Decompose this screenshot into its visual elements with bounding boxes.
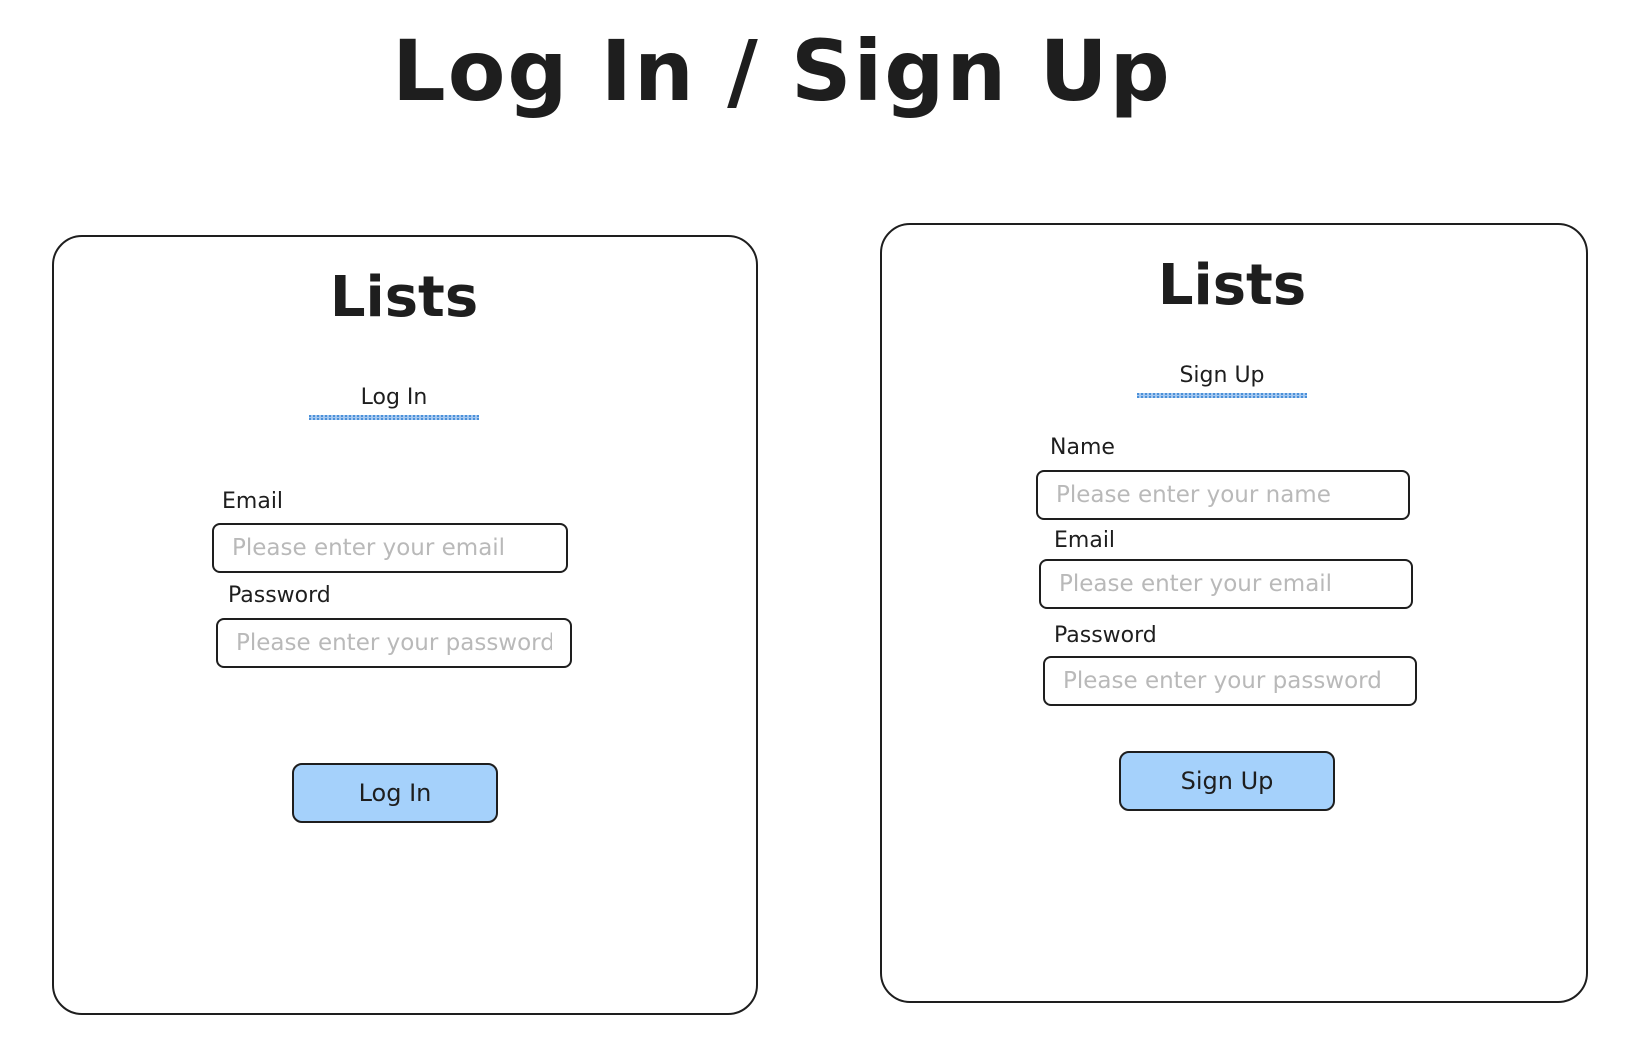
login-password-input[interactable] — [216, 618, 572, 668]
signup-card: Lists Sign Up Name Email Password Sign U… — [880, 223, 1588, 1003]
page-title: Log In / Sign Up — [392, 22, 1172, 120]
tab-login-label: Log In — [360, 385, 428, 410]
login-app-name: Lists — [329, 265, 479, 330]
signup-name-input[interactable] — [1036, 470, 1410, 520]
login-password-label: Password — [228, 583, 331, 608]
tab-signup-label: Sign Up — [1179, 363, 1265, 388]
login-email-label: Email — [222, 489, 284, 514]
signup-name-label: Name — [1050, 435, 1115, 460]
tab-signup-underline — [1137, 393, 1307, 398]
tab-login[interactable]: Log In — [309, 385, 479, 420]
signup-app-name: Lists — [1157, 253, 1307, 318]
signup-submit-button[interactable]: Sign Up — [1119, 751, 1335, 811]
tab-login-underline — [309, 415, 479, 420]
tab-signup[interactable]: Sign Up — [1137, 363, 1307, 398]
signup-email-input[interactable] — [1039, 559, 1413, 609]
signup-password-label: Password — [1054, 623, 1157, 648]
signup-email-label: Email — [1054, 528, 1116, 553]
login-card: Lists Log In Email Password Log In — [52, 235, 758, 1015]
login-submit-button[interactable]: Log In — [292, 763, 498, 823]
login-email-input[interactable] — [212, 523, 568, 573]
signup-password-input[interactable] — [1043, 656, 1417, 706]
